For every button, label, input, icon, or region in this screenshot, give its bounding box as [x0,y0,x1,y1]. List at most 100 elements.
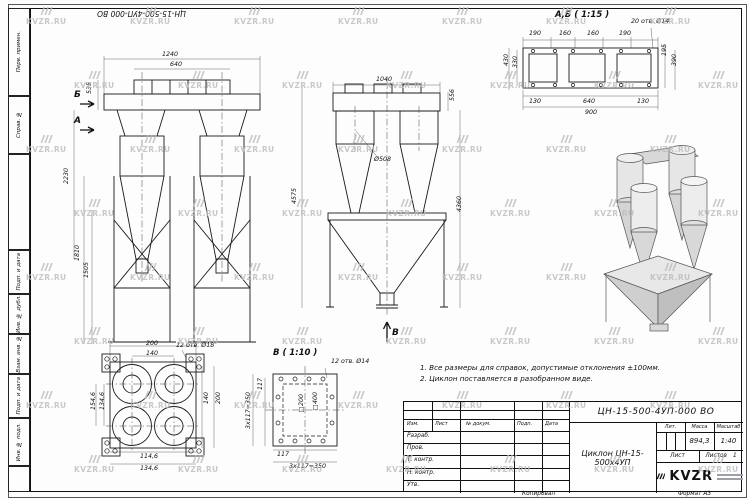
frame-label: Взам. инв. № [16,335,22,373]
dim-label: 134,6 [140,465,159,472]
frame-label: Подп. и дата [16,377,22,415]
kvzr-logo-text: KVZR [669,469,713,484]
tb-role-prov: Пров. [407,445,424,451]
elevation-view: 1040 556 Ø508 4575 4360 В [288,76,478,361]
dim-label: 190 [529,30,542,37]
dim-label: 1810 [74,245,81,262]
dim-label: 535 [86,82,93,95]
front-view: 1240 640 535 2230 1810 1505 Б А [62,50,302,350]
dim-label: 140 [203,392,210,405]
frame-cell-inv-podl: Инв. № подл. [8,418,30,466]
dim-label: 3х117=350 [289,463,327,470]
section-ab-drawing [508,27,676,110]
copy-label: Копировал [522,491,556,497]
flange-v-view: В ( 1:10 ) 12 отв. Ø14 117 3х117=350 □20… [243,348,388,488]
section-arrow-label-b: Б [74,90,81,100]
dim-label: 556 [449,89,456,102]
format-label: Формат А3 [678,491,712,497]
frame-label: Инв. № дубл. [16,295,22,333]
holes-note: 12 отв. Ø14 [331,358,370,365]
dim-label: 900 [585,109,598,116]
frame-cell-sprav-no: Справ. № [8,96,30,154]
dim-label: 1040 [376,76,393,83]
kvzr-logo-icon [656,473,666,480]
tb-sheets-cell: Листов 1 [699,450,743,462]
dim-label: 117 [257,378,264,391]
tb-header-podp: Подп. [517,421,533,427]
doc-number-rotated: ЦН-15-500-4УП-000 ВО [97,9,186,18]
dim-label: 134,6 [99,392,106,411]
frame-cell-podp-data-1: Подп. и дата [8,250,30,294]
tb-sheet-label: Лист [670,453,685,459]
tb-sheets-value: 1 [732,453,737,459]
dim-label: 640 [170,61,183,68]
frame-label: Справ. № [16,111,22,139]
flange-v-drawing [252,366,345,463]
section-arrow-label-a: А [74,116,81,126]
dim-label: 160 [587,30,600,37]
dim-label: 154,6 [90,392,97,411]
tb-scale-label: Масштаб [716,424,741,430]
frame-cell-vzam-inv: Взам. инв. № [8,334,30,374]
dim-label: 430 [503,54,510,67]
dim-label: 130 [529,98,542,105]
dim-label: 130 [637,98,650,105]
tb-mass-label: Масса [691,424,708,430]
dim-label: 3х117=350 [245,392,252,430]
dim-label: □200 [298,394,305,414]
frame-cell-podp-data-2: Подп. и дата [8,374,30,418]
holes-note: 12 отв. Ø18 [176,342,215,349]
dim-label: 390 [671,54,678,67]
dim-label: 1240 [162,51,179,58]
dim-label: 330 [512,56,519,69]
dim-label: 190 [619,30,632,37]
frame-cell-blank-bottom [8,466,30,492]
dim-label: 195 [661,44,668,57]
plan-view: 200 140 12 отв. Ø18 140 200 154,6 134,6 … [90,340,240,480]
holes-note: 20 отв. Ø14 [631,18,670,25]
dim-label: 200 [215,392,222,405]
plan-view-drawing [95,343,215,465]
tb-role-nkontr: Н. контр. [407,470,435,476]
tb-lit-label: Лит. [664,424,677,430]
frame-label: Инв. № подл. [16,422,22,462]
view-title: В ( 1:10 ) [273,348,318,358]
dim-label: 4575 [291,188,298,205]
dim-label: 640 [583,98,596,105]
dim-label: 1505 [83,262,90,279]
dim-label: 2230 [63,168,70,185]
dim-label: Ø508 [374,156,391,163]
dim-label: 160 [559,30,572,37]
frame-cell-blank [8,154,30,250]
section-ab-view: А,Б ( 1:15 ) 190 160 160 190 20 отв. Ø14… [503,10,693,135]
frame-label: Перв. примен. [16,31,22,73]
isometric-view [578,136,728,336]
frame-cell-perv-primen: Перв. примен. [8,8,30,96]
dim-label: 4360 [456,196,463,213]
tb-header-docum: № докум. [466,421,491,427]
dim-label: 117 [277,451,290,458]
tb-designation: ЦН-15-500-4УП-000 ВО [597,407,715,417]
dim-label: 200 [146,340,159,347]
dim-label: □400 [312,392,319,412]
tb-mass-value: 894,3 [689,437,710,445]
tb-header-data: Дата [545,421,558,427]
notes-block: 1. Все размеры для справок, допустимые о… [420,362,742,384]
tb-header-izm: Изм. [407,421,419,427]
frame-label: Подп. и дата [16,253,22,291]
elevation-view-drawing [301,78,461,342]
kvzr-logo: KVZR [656,462,743,491]
note-line: 1. Все размеры для справок, допустимые о… [420,363,661,372]
title-block: Изм. Лист № докум. Подп. Дата Разраб. Пр… [403,401,743,493]
drawing-frame [30,8,742,492]
isometric-drawing [602,145,714,332]
tb-product-name: Циклон ЦН-15-500х4УП [581,448,644,467]
tb-sheets-label: Листов [705,453,727,459]
tb-header-list: Лист [435,421,448,427]
frame-cell-inv-dubl: Инв. № дубл. [8,294,30,334]
dim-label: 114,6 [140,453,159,460]
front-view-drawing [73,56,261,344]
tb-role-razrab: Разраб. [407,433,430,439]
tb-scale-value: 1:40 [720,437,737,445]
tb-role-utv: Утв. [407,482,420,488]
